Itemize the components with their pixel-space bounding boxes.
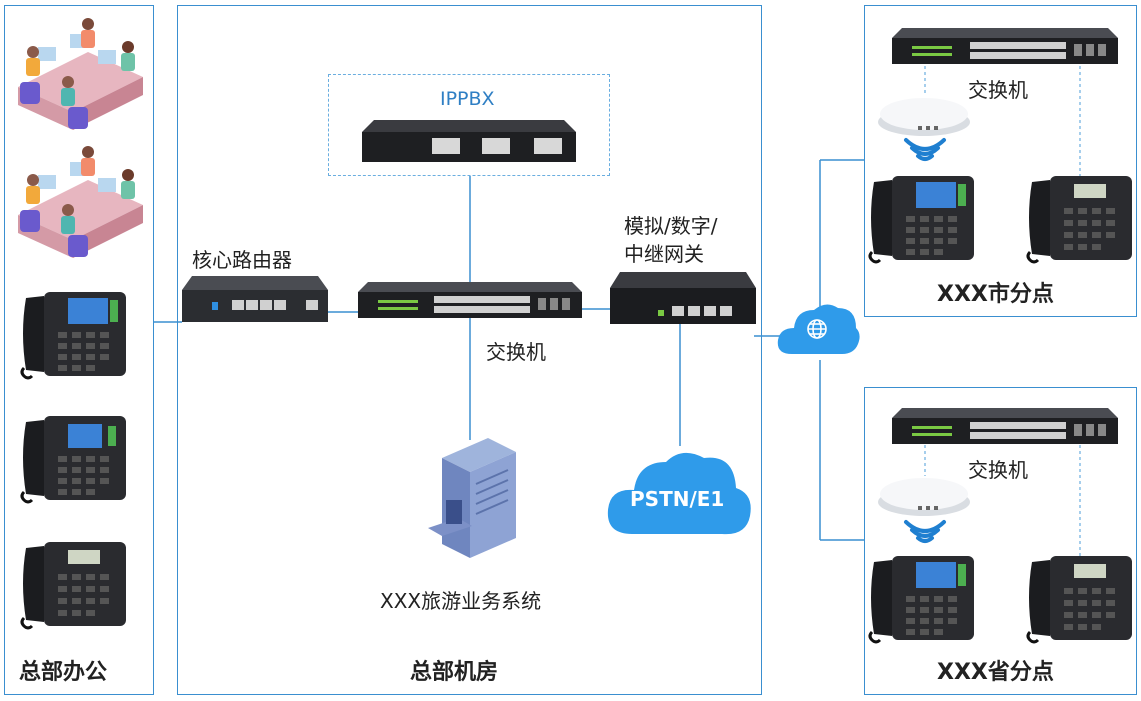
globe-icon xyxy=(807,319,827,339)
machine-room-panel-title: 总部机房 xyxy=(410,660,499,685)
province-branch-panel-title: XXX省分点 xyxy=(937,660,1054,685)
gateway-label-line2: 中继网关 xyxy=(624,242,704,266)
wifi-ap-icon xyxy=(878,478,970,516)
ip-phone-icon xyxy=(20,542,126,630)
switch-icon xyxy=(358,282,582,318)
tourism-system-label: XXX旅游业务系统 xyxy=(380,589,542,613)
machine-room-panel: 总部机房 xyxy=(177,5,762,695)
ip-phone-icon xyxy=(1026,176,1132,264)
office-panel: 总部办公 xyxy=(4,5,154,695)
wifi-signal-icon xyxy=(904,520,946,543)
ip-phone-icon xyxy=(868,556,974,644)
wifi-ap-icon xyxy=(878,98,970,136)
city-switch-label: 交换机 xyxy=(968,78,1028,102)
province-branch-panel: XXX省分点 xyxy=(864,387,1137,695)
office-panel-title: 总部办公 xyxy=(19,660,108,685)
ip-phone-icon xyxy=(868,176,974,264)
core-router-label: 核心路由器 xyxy=(192,248,292,272)
switch-icon xyxy=(892,28,1118,64)
ippbx-device-icon xyxy=(362,120,576,162)
hq-switch-label: 交换机 xyxy=(486,340,546,364)
switch-icon xyxy=(892,408,1118,444)
province-switch-label: 交换机 xyxy=(968,458,1028,482)
ip-phone-icon xyxy=(1026,556,1132,644)
router-icon xyxy=(182,276,328,322)
office-desk-icon xyxy=(18,146,143,258)
pstn-label: PSTN/E1 xyxy=(630,487,725,511)
server-rack-icon xyxy=(428,438,516,558)
pstn-cloud-icon xyxy=(607,452,751,535)
ip-phone-icon xyxy=(20,416,126,504)
ip-phone-icon xyxy=(20,292,126,380)
ippbx-group xyxy=(328,74,610,176)
city-branch-panel-title: XXX市分点 xyxy=(937,282,1054,307)
wifi-signal-icon xyxy=(904,138,946,161)
office-desk-icon xyxy=(18,18,143,130)
gateway-device-icon xyxy=(610,272,756,324)
city-branch-panel: XXX市分点 xyxy=(864,5,1137,317)
ippbx-label: IPPBX xyxy=(440,88,495,110)
gateway-label-line1: 模拟/数字/ xyxy=(624,214,718,238)
